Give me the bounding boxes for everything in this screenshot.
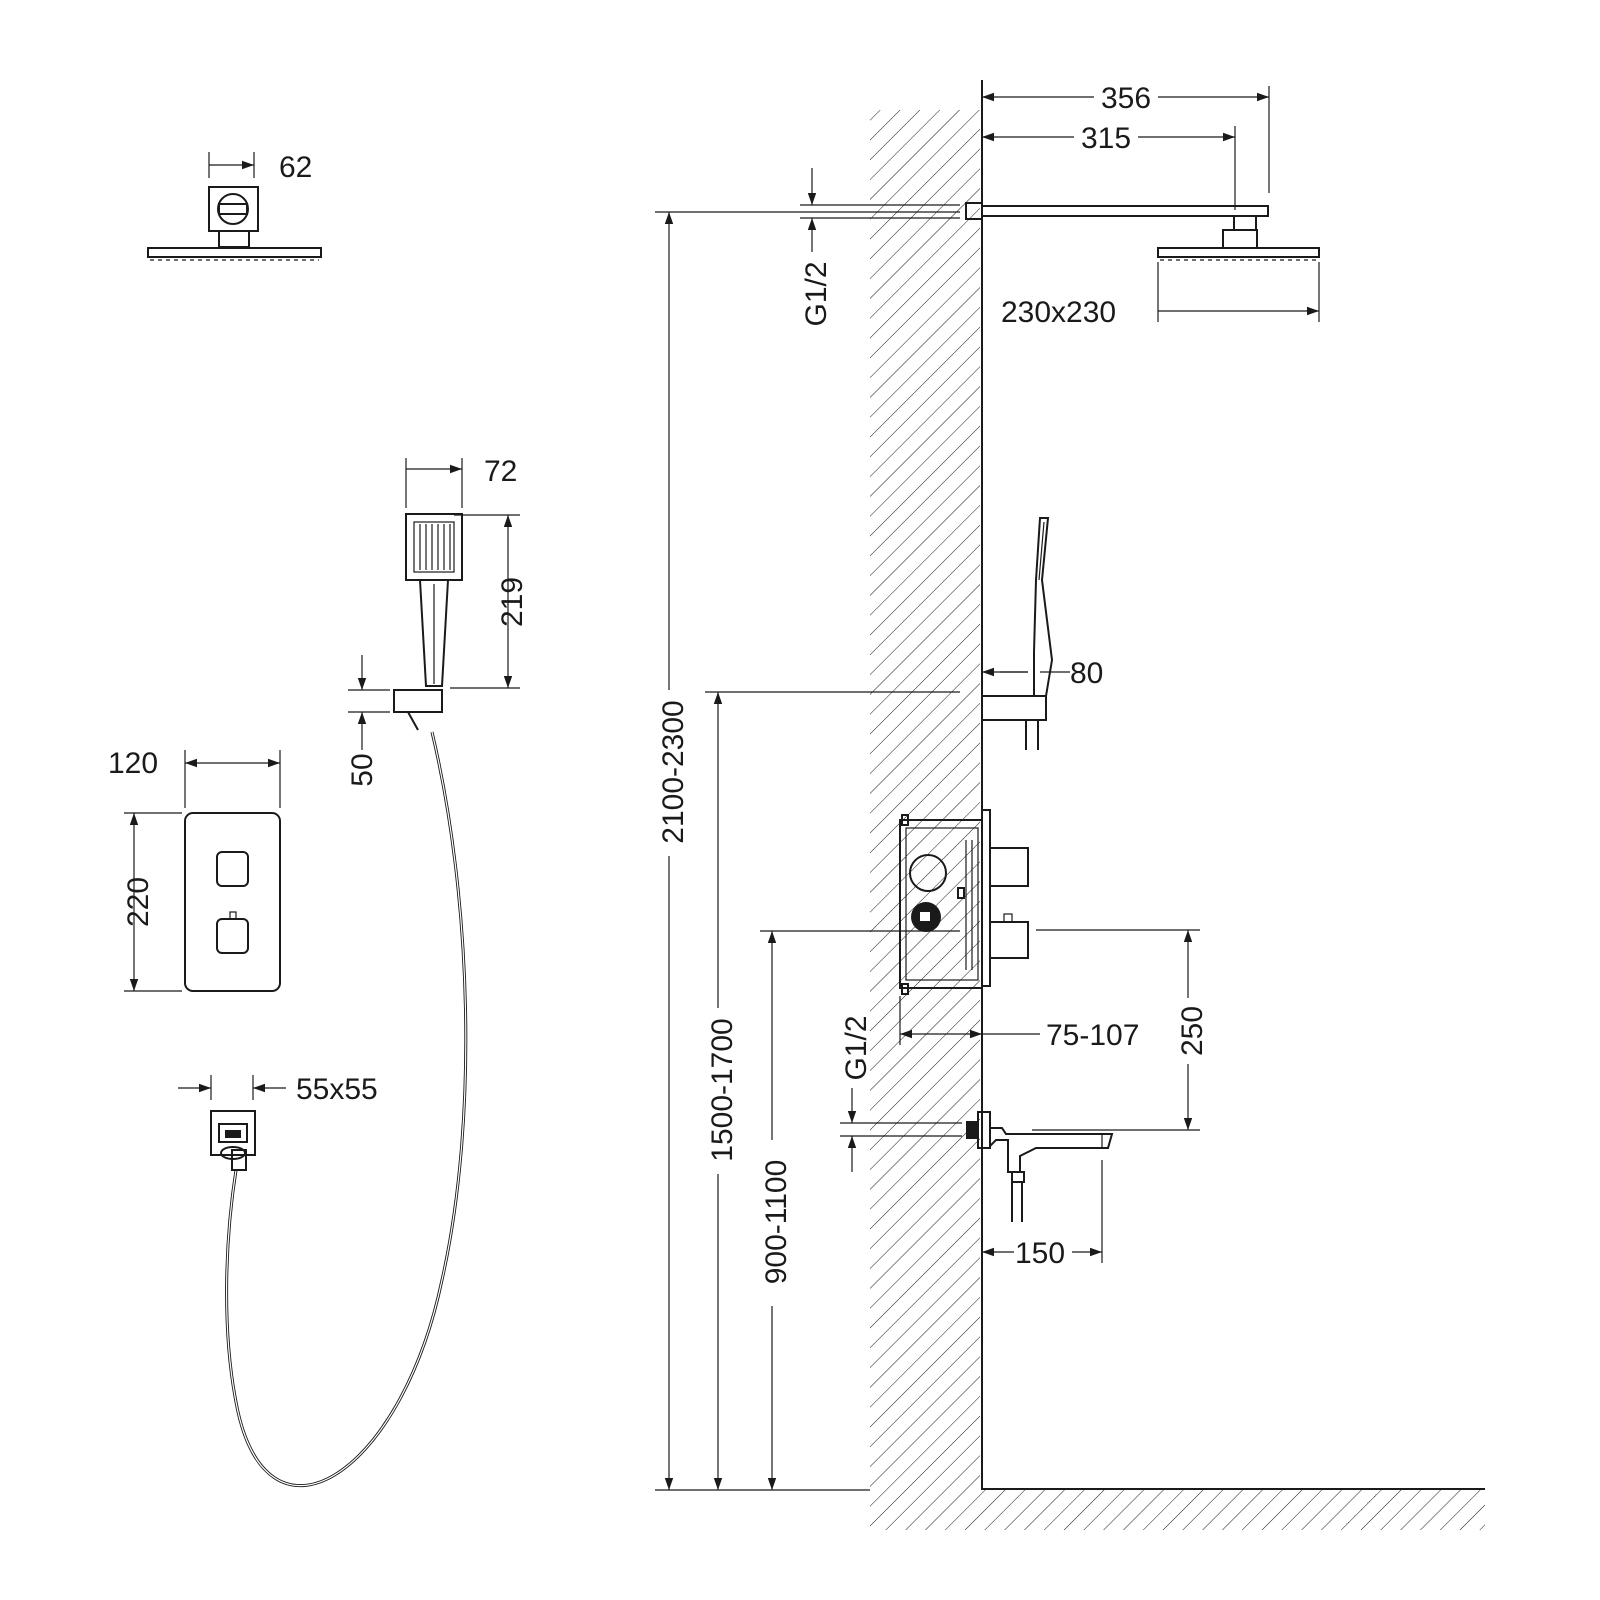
holder-height-dimension: 1500-1700 (701, 691, 960, 1490)
wall-section (870, 80, 983, 1490)
dim-arm-total: 356 (1101, 82, 1151, 115)
thermostat-panel-front-view: 120 220 (108, 747, 281, 992)
shower-head-side-view: 62 (147, 151, 322, 261)
dim-box-depth: 75-107 (1046, 1019, 1139, 1052)
dim-spout-height-range: 900-1100 (760, 1160, 793, 1285)
dim-head-size: 230x230 (1001, 296, 1116, 329)
dim-spout-to-valve: 250 (1176, 1006, 1209, 1056)
dim-spout-length: 150 (1015, 1237, 1065, 1270)
dim-head-height-range: 2100-2300 (657, 700, 690, 843)
floor-section (870, 1488, 1485, 1530)
dim-panel-height: 220 (122, 877, 155, 927)
spout-to-valve-dimension: 250 (1032, 929, 1209, 1131)
dim-hand-width: 72 (484, 455, 517, 488)
spout-height-dimension: 900-1100 (755, 930, 960, 1490)
arm-thread-callout: G1/2 (800, 168, 960, 327)
wall-outlet-front-view: 55x55 (178, 1073, 378, 1160)
bath-spout-side-view: 150 (966, 1111, 1114, 1270)
dim-holder-height: 50 (346, 753, 379, 786)
head-height-dimension: 2100-2300 (652, 211, 960, 1491)
shower-hose (225, 731, 468, 1487)
dim-arm-length: 315 (1081, 122, 1131, 155)
dim-panel-width: 120 (108, 747, 158, 780)
hand-shower-front-view: 72 219 50 (346, 455, 529, 787)
dim-head-side-width: 62 (279, 151, 312, 184)
dim-arm-thread: G1/2 (800, 261, 833, 326)
overhead-shower-arm: 356 315 230x230 (965, 80, 1320, 329)
dim-holder-projection: 80 (1070, 657, 1103, 690)
hand-shower-holder-side-view: 80 (981, 517, 1103, 750)
dim-holder-height-range: 1500-1700 (706, 1018, 739, 1161)
concealed-valve-box: 75-107 (899, 809, 1139, 1052)
dim-spout-thread: G1/2 (840, 1015, 873, 1080)
spout-thread-callout: G1/2 (840, 1015, 962, 1172)
dim-outlet-size: 55x55 (296, 1073, 378, 1106)
dim-hand-height: 219 (496, 577, 529, 627)
